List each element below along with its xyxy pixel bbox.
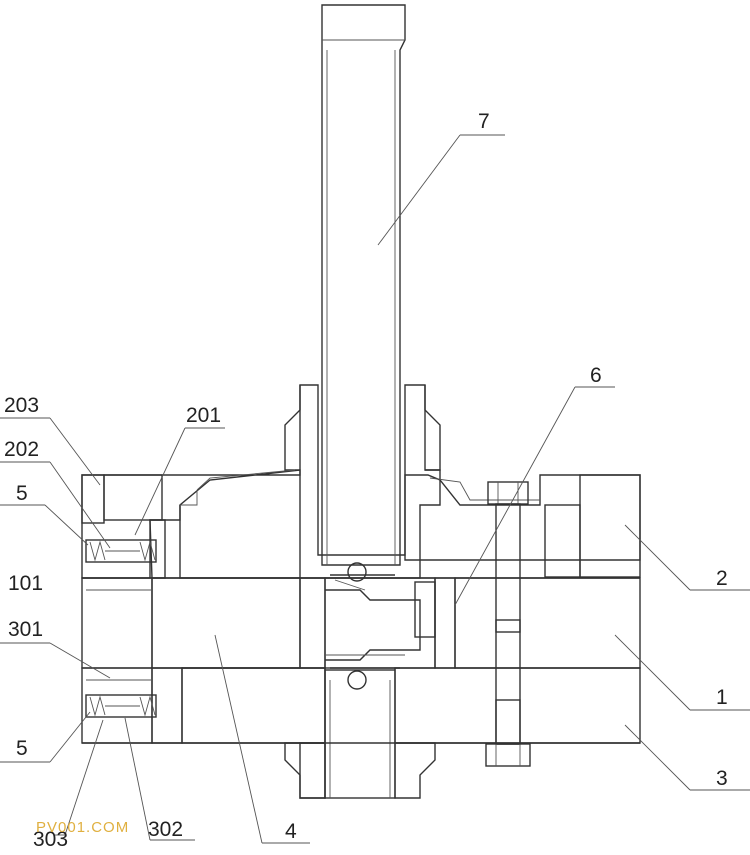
part-4-clamp-block (149, 519, 166, 579)
part-7-shaft (321, 4, 406, 799)
label-5-lower: 5 (16, 737, 28, 760)
label-4: 4 (285, 820, 297, 843)
label-1: 1 (716, 686, 728, 709)
label-101: 101 (8, 572, 43, 595)
part-3-bottom-plate (81, 667, 641, 799)
label-303: 303 (33, 828, 68, 851)
central-hub (179, 384, 540, 579)
label-3: 3 (716, 767, 728, 790)
watermark: PV001.COM (36, 819, 129, 836)
leader-lines (0, 134, 750, 844)
part-5-spring-upper (85, 539, 157, 563)
part-5-spring-lower (85, 694, 157, 718)
label-2: 2 (716, 567, 728, 590)
label-202: 202 (4, 438, 39, 461)
label-203: 203 (4, 394, 39, 417)
label-302: 302 (148, 818, 183, 841)
label-201: 201 (186, 404, 221, 427)
label-5-upper: 5 (16, 482, 28, 505)
label-301: 301 (8, 618, 43, 641)
bolt (485, 481, 531, 767)
label-6: 6 (590, 364, 602, 387)
label-7: 7 (478, 110, 490, 133)
